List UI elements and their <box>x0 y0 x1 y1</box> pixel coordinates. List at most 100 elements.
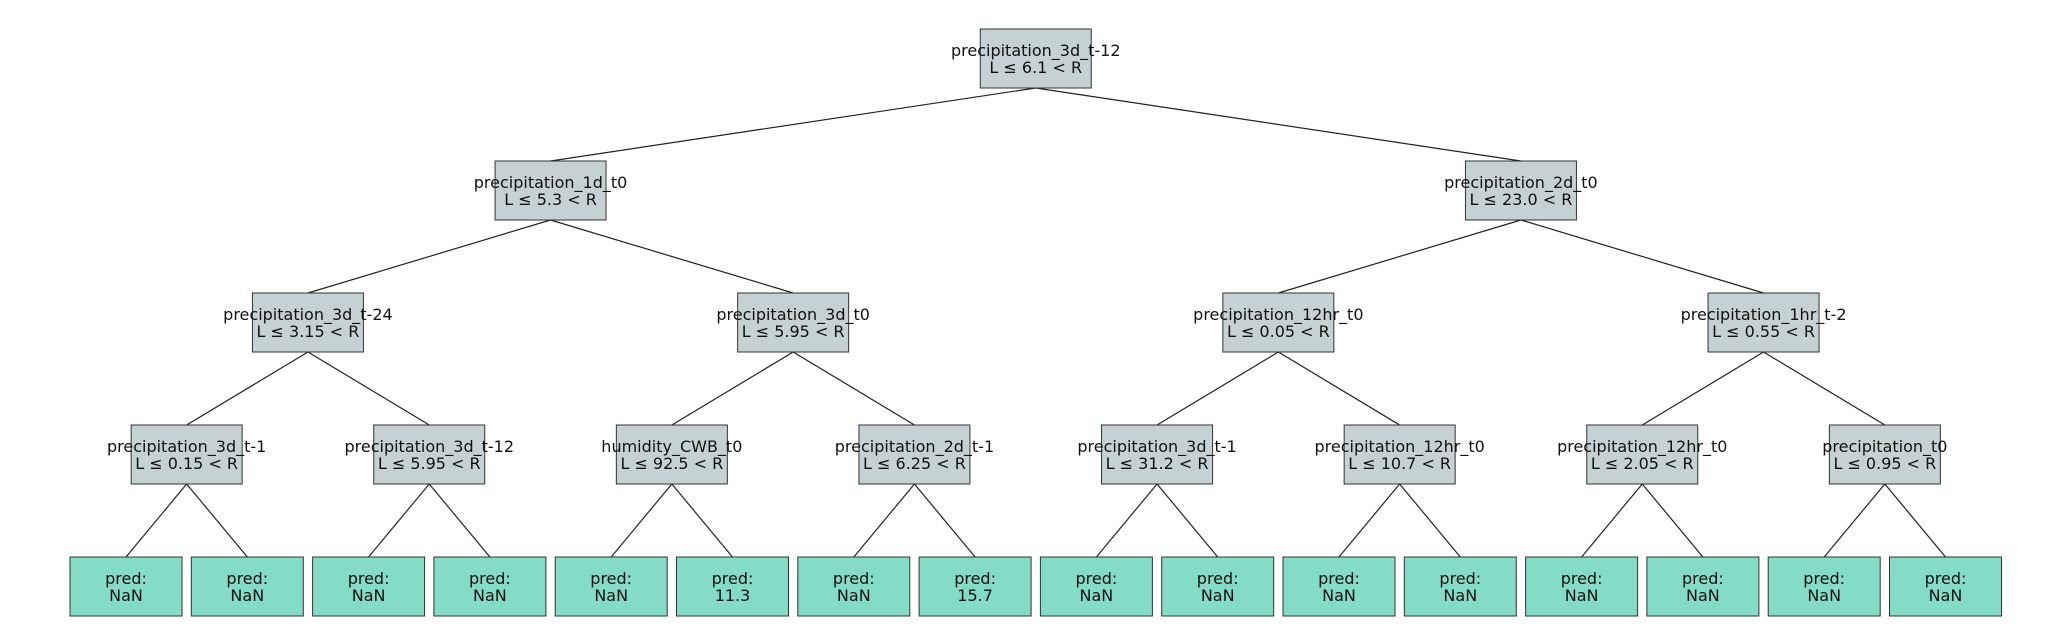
split-node-box <box>1828 424 1941 485</box>
leaf-pred-value: NaN <box>837 586 871 605</box>
split-feature-label: precipitation_3d_t-12 <box>951 41 1121 61</box>
split-node: precipitation_3d_t-12L ≤ 5.95 < R <box>344 424 514 485</box>
split-node-box <box>1343 424 1456 485</box>
tree-edge <box>1278 219 1522 294</box>
leaf-node-box <box>1161 556 1275 617</box>
leaf-node: pred:NaN <box>1161 556 1275 617</box>
tree-edge <box>1520 219 1764 294</box>
split-feature-label: precipitation_3d_t0 <box>716 305 870 325</box>
leaf-pred-label: pred: <box>1439 569 1481 588</box>
split-rule-label: L ≤ 0.15 < R <box>135 454 238 473</box>
leaf-pred-label: pred: <box>590 569 632 588</box>
split-feature-label: precipitation_t0 <box>1822 437 1947 457</box>
split-rule-label: L ≤ 31.2 < R <box>1106 454 1209 473</box>
split-rule-label: L ≤ 2.05 < R <box>1591 454 1694 473</box>
leaf-pred-value: NaN <box>1201 586 1235 605</box>
split-node-box <box>1707 292 1820 353</box>
split-node-box <box>1222 292 1335 353</box>
split-node: humidity_CWB_t0L ≤ 92.5 < R <box>601 424 742 485</box>
leaf-pred-value: NaN <box>352 586 386 605</box>
split-rule-label: L ≤ 6.25 < R <box>863 454 966 473</box>
split-feature-label: precipitation_1d_t0 <box>474 173 628 193</box>
split-feature-label: precipitation_3d_t-1 <box>1077 437 1236 457</box>
leaf-node: pred:NaN <box>1525 556 1639 617</box>
split-rule-label: L ≤ 0.55 < R <box>1712 322 1815 341</box>
tree-edge <box>1035 87 1522 162</box>
split-feature-label: precipitation_3d_t-1 <box>107 437 266 457</box>
tree-edge <box>307 351 430 426</box>
leaf-pred-label: pred: <box>469 569 511 588</box>
leaf-node: pred:NaN <box>1282 556 1396 617</box>
tree-edge <box>1156 351 1279 426</box>
leaf-pred-label: pred: <box>1925 569 1967 588</box>
tree-edge <box>550 87 1036 162</box>
split-rule-label: L ≤ 10.7 < R <box>1348 454 1451 473</box>
tree-edge <box>1641 351 1764 426</box>
split-node: precipitation_3d_t-1L ≤ 0.15 < R <box>107 424 266 485</box>
leaf-pred-label: pred: <box>1197 569 1239 588</box>
leaf-node: pred:15.7 <box>918 556 1032 617</box>
split-feature-label: precipitation_12hr_t0 <box>1193 305 1363 325</box>
tree-edge <box>1581 483 1643 558</box>
split-feature-label: humidity_CWB_t0 <box>601 437 742 457</box>
leaf-node: pred:NaN <box>1646 556 1760 617</box>
leaf-node-box <box>1525 556 1639 617</box>
leaf-pred-value: NaN <box>1807 586 1841 605</box>
tree-edges <box>125 87 1946 558</box>
split-node: precipitation_3d_t0L ≤ 5.95 < R <box>716 292 870 353</box>
leaf-pred-value: 15.7 <box>957 586 993 605</box>
leaf-node-box <box>69 556 183 617</box>
leaf-node-box <box>190 556 304 617</box>
leaf-pred-label: pred: <box>712 569 754 588</box>
tree-edge <box>792 351 915 426</box>
leaf-pred-label: pred: <box>833 569 875 588</box>
split-node: precipitation_12hr_t0L ≤ 10.7 < R <box>1314 424 1485 485</box>
split-node: precipitation_3d_t-24L ≤ 3.15 < R <box>223 292 393 353</box>
split-rule-label: L ≤ 0.95 < R <box>1833 454 1936 473</box>
tree-edge <box>671 351 794 426</box>
leaf-pred-value: NaN <box>1322 586 1356 605</box>
tree-edge <box>125 483 188 558</box>
split-rule-label: L ≤ 5.95 < R <box>378 454 481 473</box>
tree-edge <box>428 483 491 558</box>
tree-edge <box>913 483 976 558</box>
tree-edge <box>368 483 430 558</box>
leaf-node-box <box>1889 556 2002 617</box>
split-node-box <box>1586 424 1699 485</box>
tree-edge <box>550 219 794 294</box>
leaf-pred-value: NaN <box>594 586 628 605</box>
leaf-node: pred:11.3 <box>676 556 789 617</box>
tree-edge <box>1095 483 1158 558</box>
split-node-box <box>130 424 243 485</box>
split-node-box <box>615 424 728 485</box>
leaf-node-box <box>433 556 547 617</box>
leaf-node: pred:NaN <box>554 556 668 617</box>
split-rule-label: L ≤ 3.15 < R <box>257 322 360 341</box>
leaf-node-box <box>1282 556 1396 617</box>
split-node-box <box>373 424 486 485</box>
leaf-node-box <box>1039 556 1153 617</box>
leaf-node: pred:NaN <box>69 556 183 617</box>
split-feature-label: precipitation_2d_t0 <box>1444 173 1598 193</box>
tree-edge <box>307 219 551 294</box>
leaf-node: pred:NaN <box>1403 556 1517 617</box>
leaf-node-box <box>918 556 1032 617</box>
tree-edge <box>610 483 673 558</box>
split-node: precipitation_12hr_t0L ≤ 2.05 < R <box>1557 424 1727 485</box>
tree-edge <box>671 483 733 558</box>
split-rule-label: L ≤ 0.05 < R <box>1227 322 1330 341</box>
tree-edge <box>1278 351 1400 426</box>
leaf-node: pred:NaN <box>1889 556 2002 617</box>
leaf-pred-value: NaN <box>109 586 143 605</box>
tree-nodes: precipitation_3d_t-12L ≤ 6.1 < Rprecipit… <box>69 28 2002 617</box>
leaf-node: pred:NaN <box>1767 556 1881 617</box>
split-feature-label: precipitation_3d_t-24 <box>223 305 393 325</box>
leaf-pred-label: pred: <box>105 569 147 588</box>
split-feature-label: precipitation_3d_t-12 <box>344 437 514 457</box>
split-node: precipitation_1d_t0L ≤ 5.3 < R <box>474 160 628 221</box>
split-feature-label: precipitation_2d_t-1 <box>835 437 994 457</box>
leaf-pred-label: pred: <box>1682 569 1724 588</box>
split-node-box <box>737 292 850 353</box>
leaf-pred-label: pred: <box>1076 569 1118 588</box>
